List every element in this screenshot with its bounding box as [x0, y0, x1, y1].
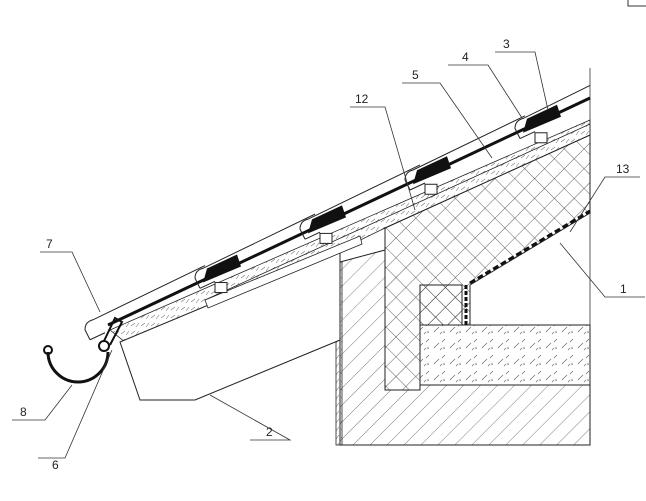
label-6: 6 — [52, 458, 59, 472]
tile-clip-profile — [413, 156, 451, 185]
label-8: 8 — [20, 405, 27, 419]
gutter — [43, 316, 124, 384]
label-5: 5 — [412, 68, 419, 82]
label-12: 12 — [355, 92, 369, 106]
batten — [424, 183, 438, 195]
batten — [534, 132, 548, 144]
batten — [319, 232, 333, 244]
roof-tile — [514, 84, 591, 139]
roof-tile — [404, 115, 526, 191]
counter-batten-line — [204, 123, 591, 301]
roof-tile — [84, 265, 206, 341]
leader-lines — [12, 51, 645, 459]
label-2: 2 — [266, 425, 273, 439]
corner-mark — [627, 0, 646, 7]
vapour-barrier — [469, 209, 591, 285]
roof-tiles — [84, 84, 591, 341]
roof-tile — [299, 164, 421, 240]
thermal-insulation — [384, 134, 591, 391]
label-7: 7 — [46, 237, 53, 251]
roof-tile — [194, 213, 316, 289]
batten — [214, 282, 228, 294]
tile-clip-profile — [203, 254, 241, 283]
label-4: 4 — [462, 50, 469, 64]
gutter-hook — [103, 316, 124, 346]
label-1: 1 — [620, 282, 627, 296]
timber-plate — [419, 284, 463, 326]
roof-membrane — [107, 96, 591, 327]
label-3: 3 — [503, 37, 510, 51]
tile-clip-profile — [308, 205, 346, 234]
eave-board — [204, 235, 363, 309]
ceiling-slab — [419, 324, 591, 386]
label-13: 13 — [616, 162, 630, 176]
tile-clip-profile — [523, 104, 561, 133]
